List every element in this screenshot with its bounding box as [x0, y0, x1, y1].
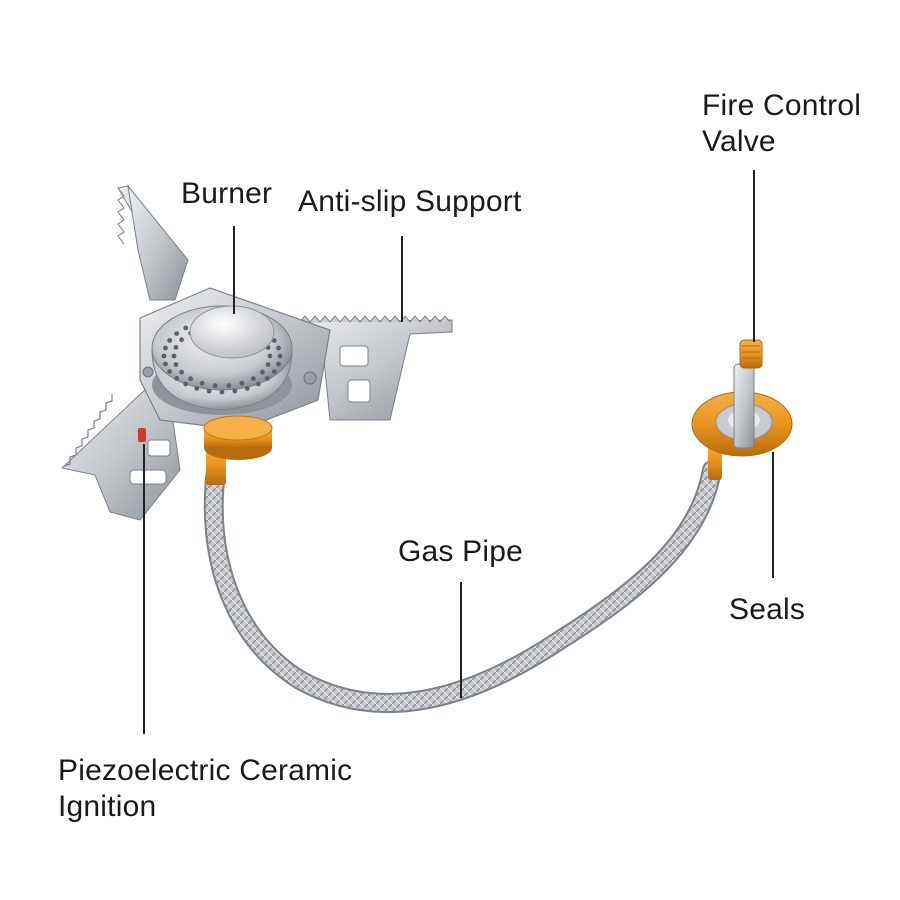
burner-port-hole	[163, 345, 168, 351]
support-arm-right	[289, 315, 453, 421]
burner-port-hole	[179, 337, 185, 343]
leader-line-piezo-ignition	[143, 444, 145, 734]
burner-port-hole	[219, 389, 225, 395]
piezo-ignition-tip	[138, 428, 146, 442]
label-gas-pipe: Gas Pipe	[398, 535, 523, 568]
burner-port-hole	[232, 388, 238, 394]
burner-port-hole	[179, 369, 185, 375]
label-anti-slip-support: Anti-slip Support	[298, 185, 522, 218]
burner-port-hole	[167, 338, 173, 343]
burner-port-hole	[171, 353, 177, 359]
burner-port-hole	[277, 353, 283, 359]
burner-port-hole	[267, 353, 273, 359]
burner-port-hole	[239, 380, 245, 386]
burner-head	[151, 305, 293, 415]
burner-port-hole	[276, 361, 281, 367]
burner-port-hole	[255, 381, 261, 387]
leader-line-seals	[772, 452, 774, 578]
leader-line-gas-pipe	[460, 582, 462, 698]
burner-port-hole	[167, 369, 173, 374]
leader-line-anti-slip-support	[401, 236, 403, 322]
leader-line-fire-control-valve	[753, 170, 755, 342]
gas-connector-nut	[203, 415, 273, 460]
burner-port-hole	[244, 386, 250, 391]
burner-port-hole	[174, 331, 180, 336]
burner-port-hole	[163, 361, 168, 367]
label-piezo-ignition: Piezoelectric Ceramic Ignition	[58, 754, 353, 823]
burner-port-hole	[271, 338, 277, 343]
burner-port-hole	[264, 376, 270, 381]
burner-port-hole	[226, 383, 232, 389]
burner-port-hole	[251, 376, 256, 382]
label-burner: Burner	[181, 177, 273, 210]
burner-port-hole	[260, 369, 265, 375]
support-arm-upper	[117, 184, 189, 301]
leader-line-burner	[233, 226, 235, 314]
burner-port-hole	[183, 381, 189, 387]
burner-port-hole	[271, 369, 277, 374]
burner-port-hole	[183, 325, 189, 331]
burner-port-hole	[265, 362, 271, 367]
burner-port-hole	[173, 362, 179, 367]
burner-port-hole	[276, 345, 281, 351]
label-seals: Seals	[729, 593, 806, 626]
fire-control-valve	[733, 339, 763, 449]
burner-port-hole	[188, 376, 194, 382]
burner-port-hole	[199, 380, 205, 386]
burner-port-hole	[173, 345, 179, 350]
burner-port-hole	[174, 376, 180, 381]
gas-pipe-hose	[203, 460, 722, 713]
burner-port-hole	[194, 386, 200, 391]
label-fire-control-valve: Fire Control Valve	[702, 89, 862, 158]
burner-port-hole	[206, 388, 212, 394]
burner-port-hole	[212, 383, 218, 389]
burner-port-hole	[161, 353, 167, 359]
